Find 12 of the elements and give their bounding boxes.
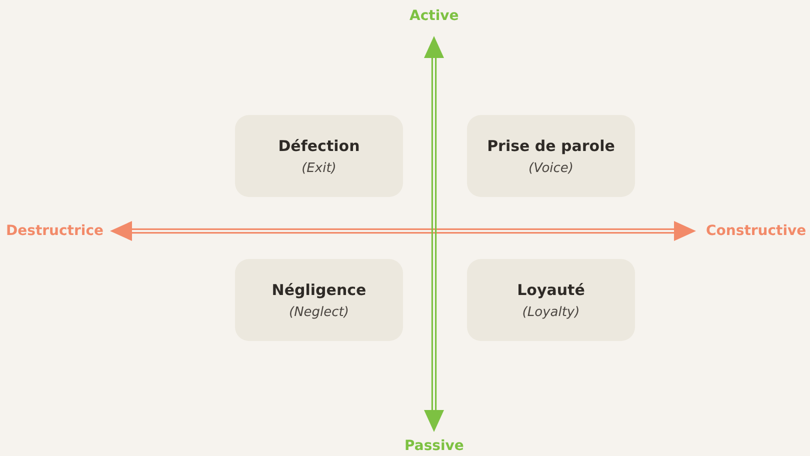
axis-label: Destructrice bbox=[6, 223, 104, 239]
quadrant-subtitle: (Neglect) bbox=[289, 304, 349, 320]
quadrant-subtitle: (Voice) bbox=[528, 160, 574, 176]
quadrant-subtitle: (Loyalty) bbox=[522, 304, 580, 320]
axis-label: Active bbox=[410, 8, 459, 24]
axis-label: Constructive bbox=[706, 223, 806, 239]
quadrant-subtitle: (Exit) bbox=[302, 160, 336, 176]
axis-label: Passive bbox=[404, 438, 464, 454]
quadrant-title: Loyauté bbox=[517, 280, 585, 298]
quadrant-title: Défection bbox=[278, 136, 360, 154]
quadrant-title: Prise de parole bbox=[487, 136, 615, 154]
quadrant-title: Négligence bbox=[272, 280, 366, 298]
